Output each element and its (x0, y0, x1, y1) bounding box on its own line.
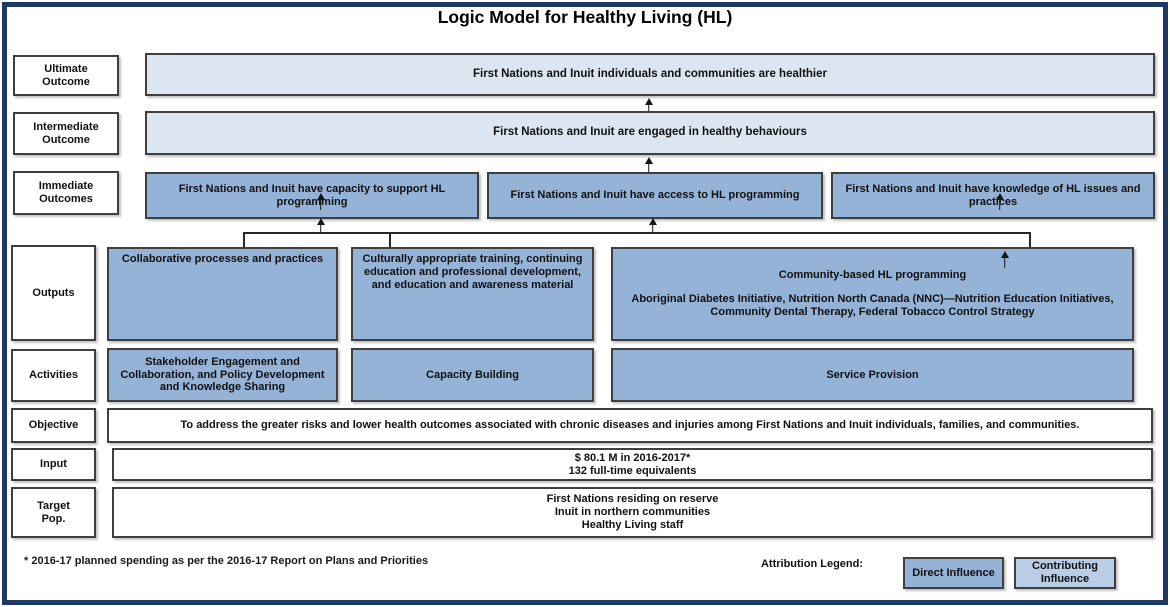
box-target-population: First Nations residing on reserve Inuit … (112, 487, 1153, 538)
row-label-activities: Activities (11, 349, 96, 402)
box-activity-stakeholder-engagement: Stakeholder Engagement and Collaboration… (107, 348, 338, 402)
box-immediate-outcome-access: First Nations and Inuit have access to H… (487, 172, 823, 219)
output-community-programming-detail: Aboriginal Diabetes Initiative, Nutritio… (631, 293, 1114, 318)
box-output-training: Culturally appropriate training, continu… (351, 247, 594, 341)
arrow-connector-to-immediate2 (648, 218, 657, 232)
connector-stub-output3 (1029, 232, 1031, 247)
box-output-community-programming: Community-based HL programming Aborigina… (611, 247, 1134, 341)
arrow-intermediate-to-ultimate (644, 98, 653, 111)
page-title: Logic Model for Healthy Living (HL) (437, 7, 733, 27)
row-label-objective: Objective (11, 408, 96, 443)
connector-stub-output1 (243, 232, 245, 247)
input-amount: $ 80.1 M in 2016-2017* (574, 451, 691, 464)
target-pop-line-1: First Nations residing on reserve (546, 493, 719, 506)
legend-direct-influence-box: Direct Influence (903, 557, 1004, 589)
input-fte: 132 full-time equivalents (568, 464, 697, 477)
attribution-legend-label: Attribution Legend: (760, 558, 864, 570)
box-activity-capacity-building: Capacity Building (351, 348, 594, 402)
arrow-inside-immediate1 (316, 193, 325, 210)
arrow-connector-to-immediate1 (316, 218, 325, 232)
arrow-inside-output3 (1000, 251, 1009, 268)
output-community-programming-title: Community-based HL programming (778, 269, 967, 282)
legend-contributing-influence-box: Contributing Influence (1014, 557, 1116, 589)
box-immediate-outcome-knowledge: First Nations and Inuit have knowledge o… (831, 172, 1155, 219)
footnote: * 2016-17 planned spending as per the 20… (24, 555, 429, 567)
arrow-inside-immediate3 (995, 193, 1004, 210)
box-input: $ 80.1 M in 2016-2017* 132 full-time equ… (112, 448, 1153, 481)
connector-horizontal-line (243, 232, 1031, 234)
box-objective: To address the greater risks and lower h… (107, 408, 1153, 443)
row-label-immediate-outcomes: Immediate Outcomes (13, 171, 119, 215)
arrow-immediate-to-intermediate (644, 157, 653, 172)
row-label-input: Input (11, 448, 96, 481)
target-pop-line-2: Inuit in northern communities (554, 506, 711, 519)
box-ultimate-outcome: First Nations and Inuit individuals and … (145, 53, 1155, 96)
target-pop-line-3: Healthy Living staff (581, 518, 684, 531)
box-activity-service-provision: Service Provision (611, 348, 1134, 402)
connector-stub-output2 (389, 232, 391, 247)
row-label-ultimate-outcome: Ultimate Outcome (13, 55, 119, 96)
box-immediate-outcome-capacity: First Nations and Inuit have capacity to… (145, 172, 479, 219)
box-output-collaborative: Collaborative processes and practices (107, 247, 338, 341)
row-label-outputs: Outputs (11, 245, 96, 341)
box-intermediate-outcome: First Nations and Inuit are engaged in h… (145, 111, 1155, 155)
row-label-intermediate-outcome: Intermediate Outcome (13, 112, 119, 155)
row-label-target-pop: Target Pop. (11, 487, 96, 538)
